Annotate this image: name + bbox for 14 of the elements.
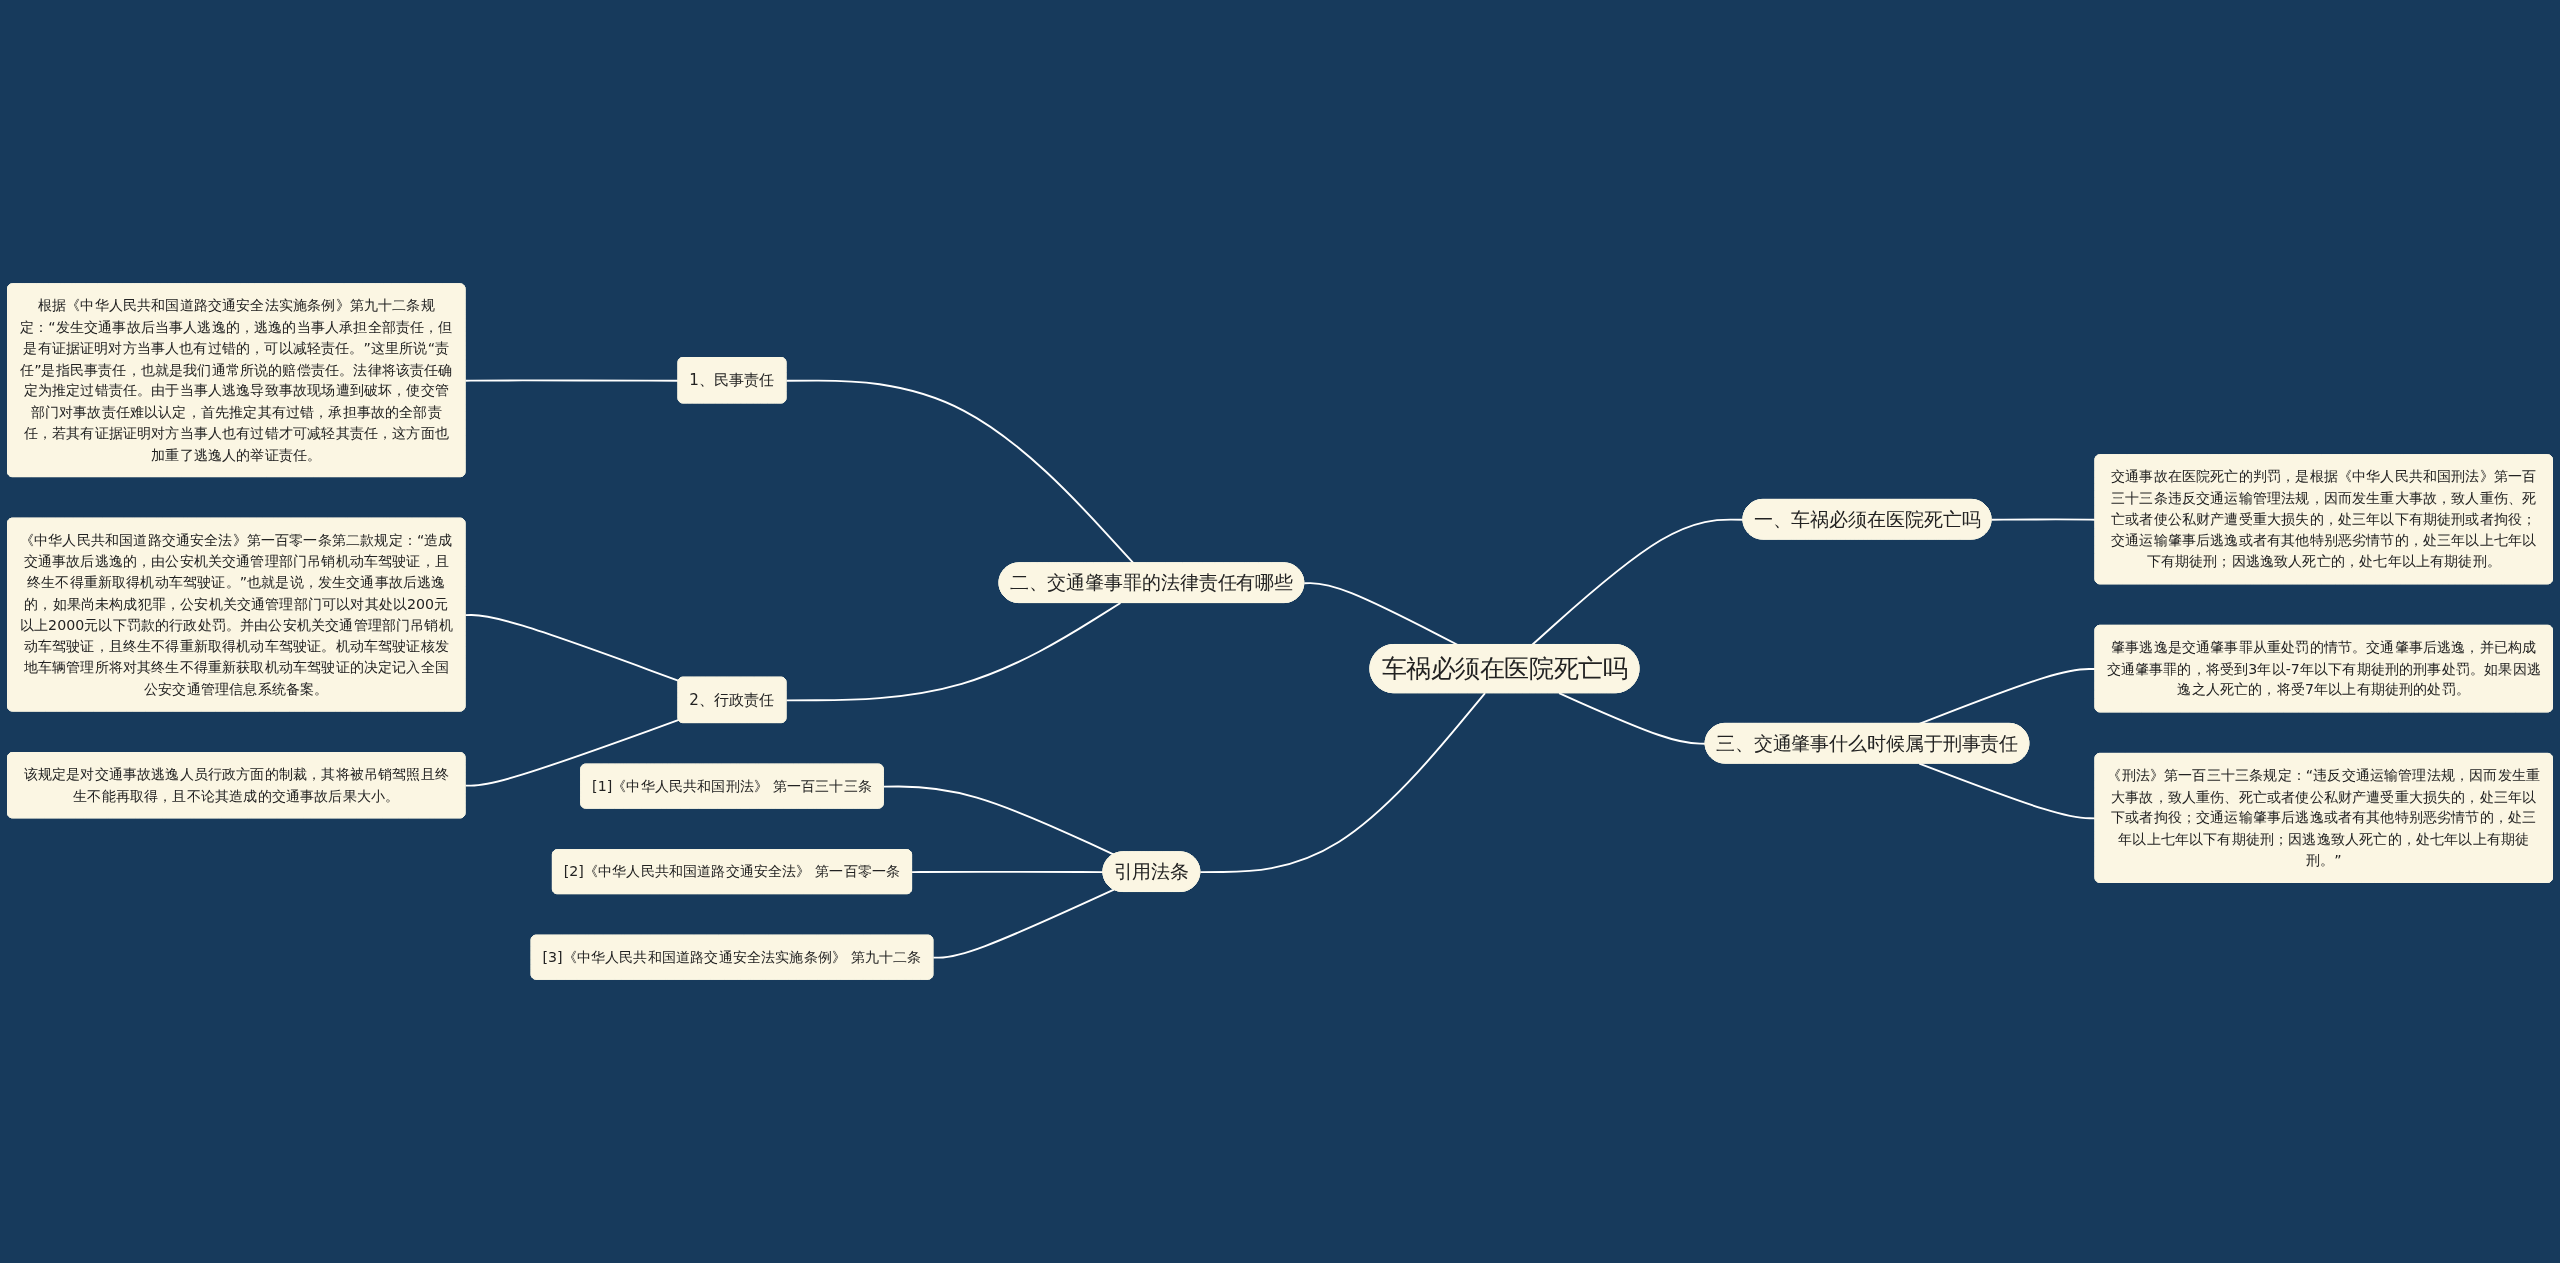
- connector: [882, 785, 1115, 856]
- connector: [464, 379, 680, 382]
- connector: [1303, 582, 1459, 646]
- connector: [1918, 762, 2097, 820]
- connector: [1558, 692, 1707, 745]
- connector: [464, 614, 680, 682]
- connector: [785, 602, 1122, 702]
- connector: [911, 870, 1105, 874]
- connector: [1199, 692, 1486, 874]
- connector: [932, 888, 1115, 959]
- connector: [1531, 518, 1745, 646]
- connector: [1918, 668, 2097, 725]
- connector: [1990, 518, 2097, 521]
- connector: [464, 719, 680, 787]
